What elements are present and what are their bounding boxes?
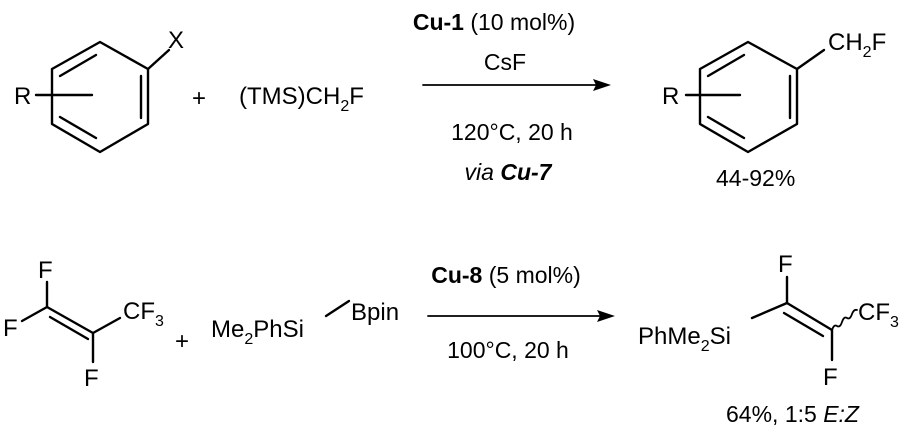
plus-sign: + [192,85,206,112]
benzene-ring [50,40,150,154]
catalyst-label: Cu-1 (10 mol%) [413,9,575,35]
cf3-group-label: CF3 [858,299,899,331]
wavy-bond [831,308,858,331]
leaving-group-label: X [168,27,184,54]
temperature-time-label: 120°C, 20 h [451,119,573,145]
fluorine-label: F [38,257,53,284]
benzyl-fluoride-structure: CH2F R [662,29,886,154]
reaction-2: F F F CF3 + Me2PhSi Bpin Cu-8 (5 mol%) 1… [3,251,899,427]
cf3-group-label: CF3 [123,298,164,330]
fluoromethylsilane-formula: (TMS)CH2F [239,83,364,115]
substituent-r-label: R [14,83,31,110]
intermediate-label: via Cu-7 [465,159,553,185]
hexafluoropropene-structure: F F F CF3 [3,257,164,392]
ch2f-group-label: CH2F [828,29,886,61]
temperature-time-label: 100°C, 20 h [447,337,569,363]
fluorine-label: F [823,364,838,391]
si-c-bond [750,301,789,320]
fluorine-label: F [84,365,99,392]
aryl-halide-structure: X R [14,27,184,154]
c-x-bond [146,48,171,71]
ring-double-bond [706,115,746,140]
silyl-group-label: Me2PhSi [211,316,304,348]
ring-double-bond [706,53,746,78]
c-f-bond [20,305,49,323]
substituent-r-label: R [662,83,679,110]
reaction-arrow-head [593,79,611,91]
si-b-bond [324,299,351,318]
fluorine-label: F [778,251,793,278]
yield-label: 44-92% [716,165,795,191]
catalyst-label: Cu-8 (5 mol%) [431,262,581,288]
fluorine-label: F [3,315,18,342]
c-c-double-bond [785,301,834,332]
silylborane-structure: Me2PhSi Bpin [211,299,399,348]
ring-double-bond [58,53,98,78]
silyl-group-label: PhMe2Si [638,323,731,355]
reaction-1: X R + (TMS)CH2F Cu-1 (10 mol%) CsF 120°C… [14,9,886,191]
c-c-double-bond [45,305,95,335]
c-cf3-bond [91,316,122,335]
c-c-double-bond-inner [48,315,90,341]
additive-label: CsF [484,49,526,75]
c-ch2f-bond [795,48,826,71]
silyl-fluoroalkene-structure: PhMe2Si F F CF3 [638,251,899,391]
plus-sign: + [175,328,189,355]
ring-double-bond [58,115,98,140]
yield-ratio-label: 64%, 1:5 E:Z [726,401,860,427]
boryl-group-label: Bpin [351,299,399,326]
c-c-double-bond-inner [782,311,825,338]
benzene-ring [698,40,799,154]
reaction-arrow-head [597,310,615,322]
